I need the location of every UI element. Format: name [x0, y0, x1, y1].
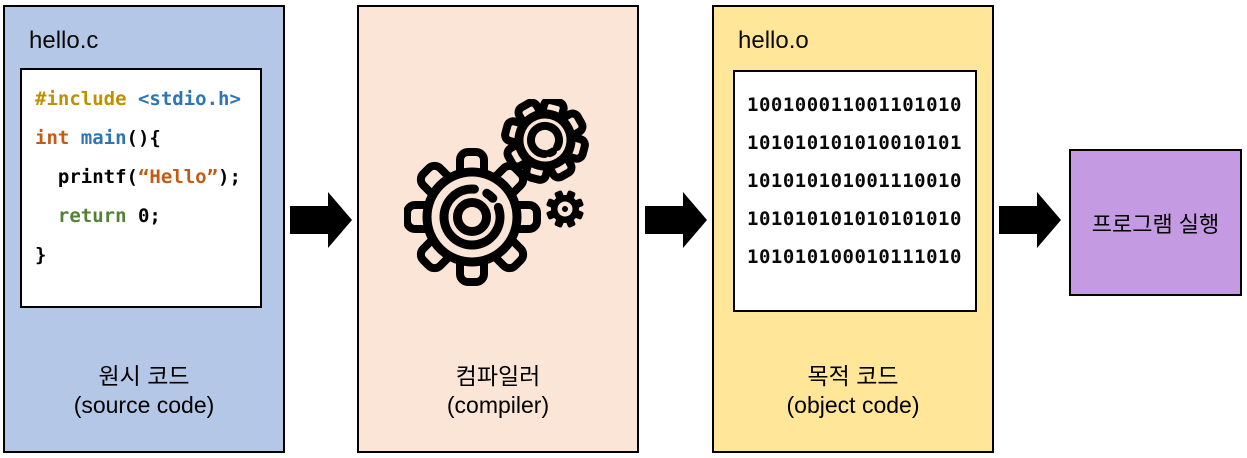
source-caption: 원시 코드 (source code)	[5, 362, 283, 420]
code-line: int main(){	[35, 119, 260, 158]
binary-line: 101010101010101010	[747, 208, 962, 230]
source-code-box: hello.c #include <stdio.h>int main(){ pr…	[3, 5, 285, 453]
code-token: 0;	[137, 205, 161, 227]
code-line: return 0;	[35, 197, 260, 236]
code-token: <stdio.h>	[137, 88, 241, 110]
code-token: int	[35, 127, 81, 149]
object-code-box: hello.o 100100011001101010 10101010101001…	[712, 5, 994, 453]
object-caption: 목적 코드 (object code)	[714, 362, 992, 420]
binary-line: 101010101001110010	[747, 170, 962, 192]
code-token: main	[80, 127, 127, 149]
c-code-listing: #include <stdio.h>int main(){ printf(“He…	[22, 70, 260, 275]
code-line: }	[35, 236, 260, 275]
code-token: #include	[35, 88, 138, 110]
gears-icon	[404, 99, 589, 286]
binary-line: 101010101010010101	[747, 132, 962, 154]
source-code-panel: #include <stdio.h>int main(){ printf(“He…	[20, 68, 262, 308]
program-run-box: 프로그램 실행	[1069, 149, 1242, 296]
arrow-right-icon	[999, 192, 1061, 248]
compiler-caption: 컴파일러 (compiler)	[359, 362, 637, 420]
compiler-caption-en: (compiler)	[446, 392, 550, 418]
binary-listing: 100100011001101010 101010101010010101 1010…	[735, 72, 975, 276]
code-token: “Hello”	[137, 166, 219, 188]
code-token	[35, 205, 58, 227]
source-caption-ko: 원시 코드	[98, 363, 190, 389]
binary-line: 101010100010111010	[747, 246, 962, 268]
arrow-right-icon	[290, 192, 352, 248]
arrow-right-icon	[645, 192, 707, 248]
object-filename: hello.o	[738, 27, 809, 54]
code-token: }	[35, 244, 47, 266]
compiler-box: 컴파일러 (compiler)	[357, 5, 639, 453]
code-token: printf(	[35, 166, 138, 188]
source-filename: hello.c	[29, 27, 99, 54]
source-caption-en: (source code)	[73, 392, 215, 418]
binary-line: 100100011001101010	[747, 94, 962, 116]
code-line: printf(“Hello”);	[35, 158, 260, 197]
code-token: return	[57, 205, 138, 227]
object-code-panel: 100100011001101010 101010101010010101 1010…	[733, 70, 977, 312]
compiler-caption-ko: 컴파일러	[455, 363, 541, 389]
object-caption-en: (object code)	[786, 392, 920, 418]
code-token: (){	[126, 127, 161, 149]
code-token: );	[218, 166, 241, 188]
program-run-label: 프로그램 실행	[1091, 211, 1220, 237]
code-line: #include <stdio.h>	[35, 80, 260, 119]
object-caption-ko: 목적 코드	[807, 363, 899, 389]
